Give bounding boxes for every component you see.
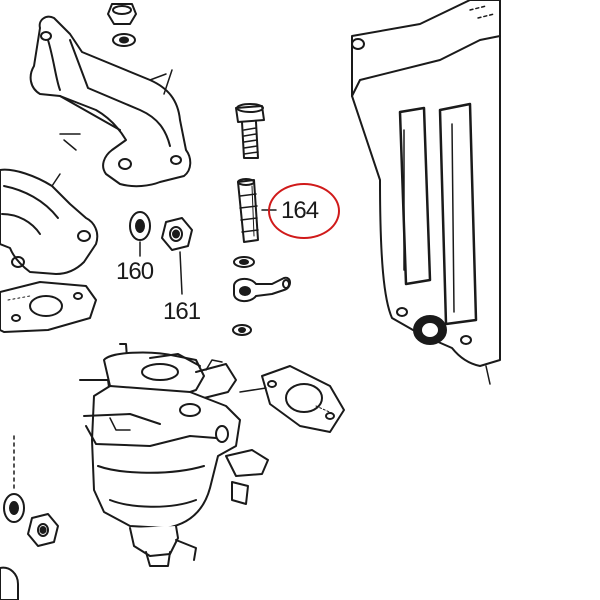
air-silencer-housing xyxy=(351,0,501,385)
banjo-bolt xyxy=(235,103,265,159)
part-corner-lower-left xyxy=(0,566,19,600)
highlight-ring xyxy=(268,183,340,239)
small-washer-mid xyxy=(233,256,255,268)
small-nut-lower-left xyxy=(27,513,59,547)
callout-160-label: 160 xyxy=(116,258,154,285)
small-washer-top xyxy=(112,33,136,47)
carburetor xyxy=(79,343,269,567)
small-nut-top xyxy=(107,3,137,25)
carburetor-gasket xyxy=(261,365,345,433)
small-washer-lower-left xyxy=(3,435,25,523)
exhaust-elbow xyxy=(29,15,192,188)
banjo-fitting xyxy=(233,276,291,302)
washer-160 xyxy=(129,211,151,257)
callout-164-label: 164 xyxy=(281,197,319,224)
manifold-gasket xyxy=(0,281,97,333)
nut-161 xyxy=(161,217,193,295)
intake-manifold xyxy=(0,168,99,275)
small-washer-low xyxy=(232,324,252,336)
fuel-filter-164 xyxy=(237,178,277,243)
callout-161-label: 161 xyxy=(163,298,201,325)
